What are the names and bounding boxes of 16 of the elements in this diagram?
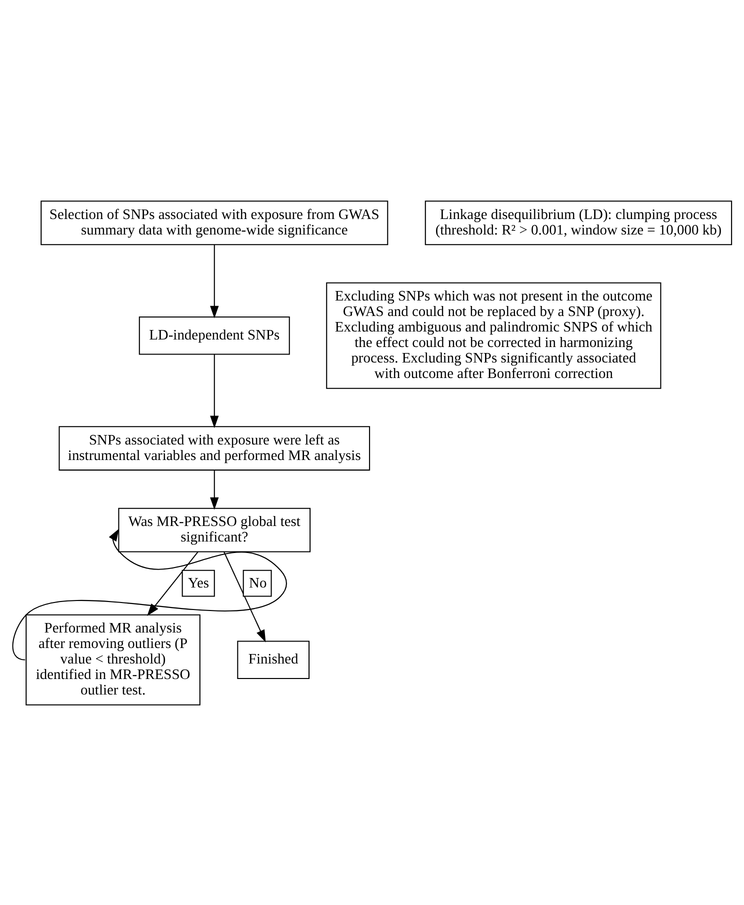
arrow [210, 470, 219, 510]
arrow [224, 551, 266, 642]
node-box: Performed MR analysis after removing outliers (P value < threshold) identified in MR-PRESSO outlier test. [26, 614, 200, 705]
node-box: LD-independent SNPs [138, 316, 290, 354]
arrow [210, 244, 219, 318]
edge-label: No [249, 575, 267, 592]
node-box: Was MR-PRESSO global test significant? [118, 507, 311, 552]
node-box: SNPs associated with exposure were left as instrumental variables and performed MR analysis [58, 426, 370, 470]
node-box: Selection of SNPs associated with exposure from GWAS summary data with genome-wide significance [40, 200, 388, 245]
node-box: Linkage disequilibrium (LD): clumping process (threshold: R² > 0.001, window size = 10,000 kb) [424, 200, 732, 245]
node-box: Finished [237, 640, 310, 678]
arrow [147, 551, 198, 616]
arrow [210, 354, 219, 428]
arrow [12, 528, 287, 660]
edge-label: Yes [188, 575, 210, 592]
node-box: Excluding SNPs which was not present in the outcome GWAS and could not be replaced by a SNP (proxy). Excluding ambiguous and palindromic SNPS of which the effect could not be corrected in harmonizing process. Excluding SNPs significantly associated with outcome after Bonferroni correction [326, 282, 662, 388]
